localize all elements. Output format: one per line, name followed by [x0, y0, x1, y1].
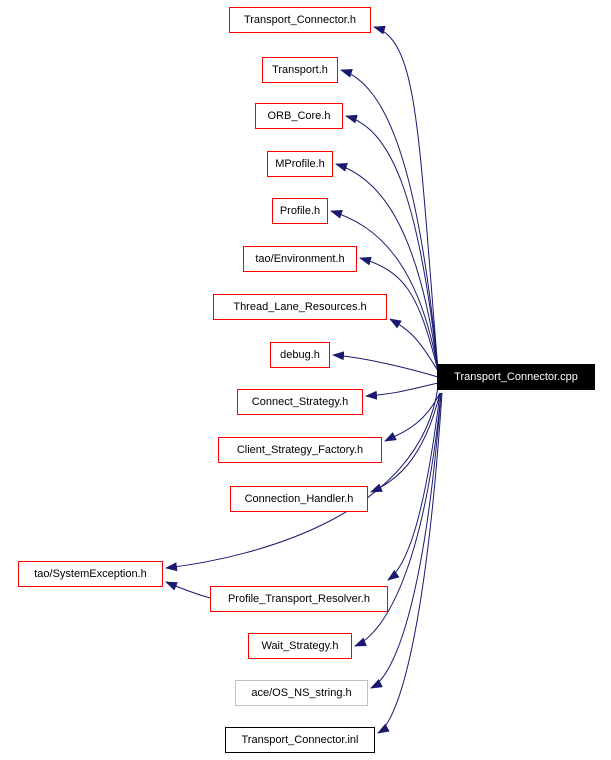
- edge-transport-connector-cpp--orb-core-h: [345, 114, 439, 371]
- edge-profile-transport-resolver-h--tao-systemexception-h: [165, 581, 211, 599]
- edge-transport-connector-cpp--mprofile-h: [335, 163, 439, 371]
- edge-transport-connector-cpp--profile-h: [330, 210, 439, 371]
- edge-transport-connector-cpp--transport-h: [340, 69, 439, 371]
- edge-transport-connector-cpp--connect-strategy-h: [365, 382, 439, 400]
- node-profile-h[interactable]: Profile.h: [272, 198, 328, 224]
- node-transport-h[interactable]: Transport.h: [262, 57, 338, 83]
- edge-transport-connector-cpp--debug-h: [332, 351, 439, 378]
- node-thread-lane-resources-h[interactable]: Thread_Lane_Resources.h: [213, 294, 387, 320]
- node-ace-os-ns-string-h: ace/OS_NS_string.h: [235, 680, 368, 706]
- node-debug-h[interactable]: debug.h: [270, 342, 330, 368]
- node-transport-connector-inl[interactable]: Transport_Connector.inl: [225, 727, 375, 753]
- edge-transport-connector-cpp--transport-connector-h: [373, 25, 439, 371]
- edge-transport-connector-cpp--ace-os-ns-string-h: [370, 392, 442, 689]
- node-tao-systemexception-h[interactable]: tao/SystemException.h: [18, 561, 163, 587]
- node-profile-transport-resolver-h[interactable]: Profile_Transport_Resolver.h: [210, 586, 388, 612]
- edge-transport-connector-cpp--client-strategy-factory-h: [384, 392, 441, 442]
- edge-transport-connector-cpp--tao-environment-h: [359, 256, 439, 372]
- edge-transport-connector-cpp--transport-connector-inl: [377, 392, 443, 734]
- node-connection-handler-h[interactable]: Connection_Handler.h: [230, 486, 368, 512]
- node-tao-environment-h[interactable]: tao/Environment.h: [243, 246, 357, 272]
- edge-transport-connector-cpp--profile-transport-resolver-h: [387, 392, 441, 581]
- node-client-strategy-factory-h[interactable]: Client_Strategy_Factory.h: [218, 437, 382, 463]
- edge-transport-connector-cpp--wait-strategy-h: [354, 392, 442, 647]
- node-wait-strategy-h[interactable]: Wait_Strategy.h: [248, 633, 352, 659]
- node-connect-strategy-h[interactable]: Connect_Strategy.h: [237, 389, 363, 415]
- edge-transport-connector-cpp--thread-lane-resources-h: [389, 318, 439, 372]
- node-transport-connector-h[interactable]: Transport_Connector.h: [229, 7, 371, 33]
- node-mprofile-h[interactable]: MProfile.h: [267, 151, 333, 177]
- node-orb-core-h[interactable]: ORB_Core.h: [255, 103, 343, 129]
- edge-transport-connector-cpp--tao-systemexception-h: [165, 386, 439, 572]
- edge-transport-connector-cpp--connection-handler-h: [370, 392, 441, 493]
- node-transport-connector-cpp: Transport_Connector.cpp: [437, 364, 595, 390]
